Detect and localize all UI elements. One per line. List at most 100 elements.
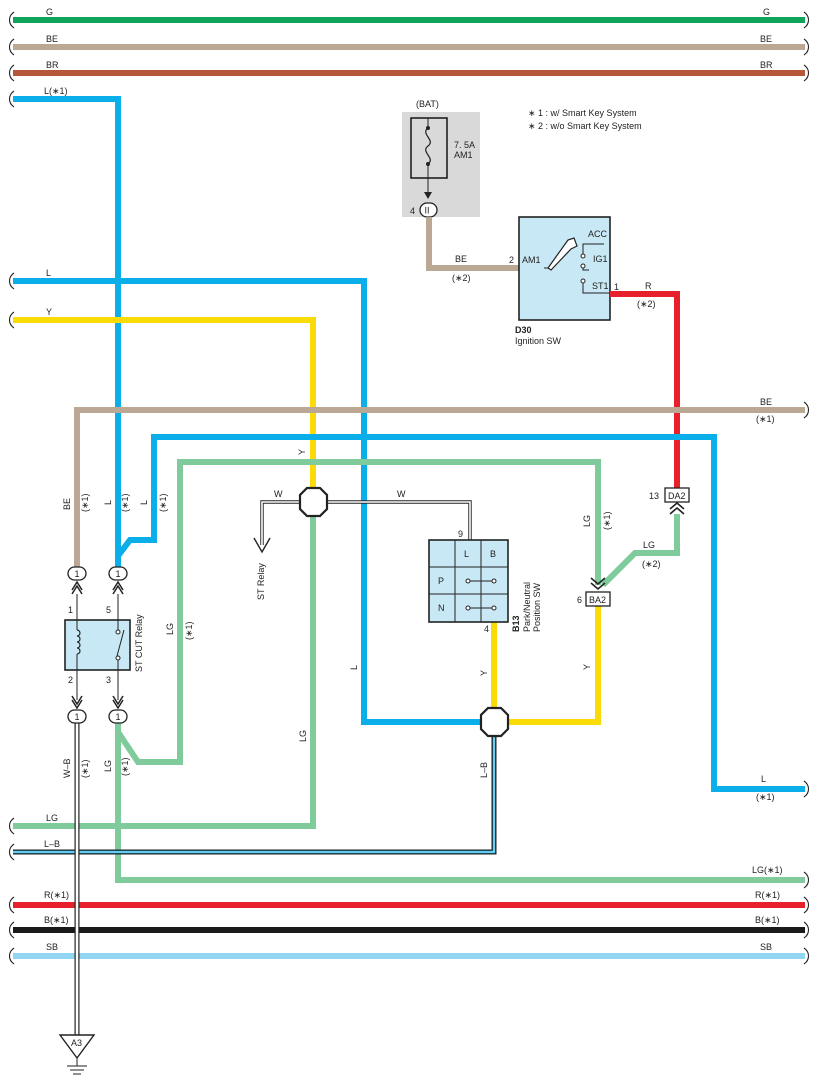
connector-ba2: BA2 6: [577, 577, 611, 607]
wire-lg-da2-label: LG: [582, 515, 592, 527]
bus-g-label-left: G: [46, 7, 53, 17]
ground-a3: A3: [58, 1034, 96, 1075]
relay-pin-1: 1: [68, 605, 73, 615]
ign-label-st1: ST1: [592, 281, 609, 291]
wire-lg-da2b-note: (∗2): [642, 559, 661, 569]
wire-lb-vert-label: L–B: [479, 762, 489, 778]
fuse-name: AM1: [454, 150, 473, 160]
wire-lg-vert3-note: (∗1): [120, 757, 130, 776]
wire-l-label: L: [46, 268, 51, 278]
fuse-pin: 4: [410, 206, 415, 216]
fuse-connector-label: II: [425, 206, 430, 216]
wire-l1-label: L(∗1): [44, 86, 68, 96]
ign-wire-out-label: R: [645, 281, 652, 291]
wire-l-vert1-note: (∗1): [120, 493, 130, 512]
right-brace-marks: [803, 11, 810, 965]
wire-lg-vert1-label: LG: [165, 623, 175, 635]
pnp-name-1: Park/Neutral: [522, 582, 532, 632]
bus-b: B(∗1) B(∗1): [13, 915, 805, 933]
junction-top: [298, 486, 329, 518]
wire-be-vert-note: (∗1): [80, 493, 90, 512]
relay-conn-top-right: 1: [116, 569, 121, 579]
bus-r-label-left: R(∗1): [44, 890, 69, 900]
wire-wb-label: W–B: [62, 758, 72, 778]
ign-pin-st1: 1: [614, 282, 619, 292]
wire-w-right-label: W: [397, 489, 406, 499]
ign-label-acc: ACC: [588, 229, 608, 239]
bus-b-label-right: B(∗1): [755, 915, 780, 925]
bus-sb-label-right: SB: [760, 942, 772, 952]
ign-code: D30: [515, 325, 532, 335]
wire-y-vert-label: Y: [297, 449, 307, 455]
ign-wire-out-note: (∗2): [637, 299, 656, 309]
wire-wb-note: (∗1): [80, 759, 90, 778]
ign-wire-in-label: BE: [455, 254, 467, 264]
relay-pin-3: 3: [106, 675, 111, 685]
pnp-pin-4: 4: [484, 624, 489, 634]
wire-lg-da2-note: (∗1): [602, 511, 612, 530]
wire-lg-label: LG: [46, 813, 58, 823]
st-cut-relay: 1 1 1 5 ST CUT Relay 2 3 1 1: [64, 566, 144, 724]
bus-be-label-right: BE: [760, 34, 772, 44]
bus-r: R(∗1) R(∗1): [13, 890, 805, 908]
bus-g: G G: [13, 7, 805, 23]
connector-da2: DA2 13: [649, 487, 690, 515]
bus-sb-label-left: SB: [46, 942, 58, 952]
wire-be2-note: (∗1): [756, 414, 775, 424]
wire-y-ba2-label: Y: [582, 664, 592, 670]
relay-conn-bottom-right: 1: [116, 712, 121, 722]
bus-br: BR BR: [13, 60, 805, 76]
bus-be-label-left: BE: [46, 34, 58, 44]
note-2: ∗ 2 : w/o Smart Key System: [528, 121, 642, 131]
wire-l-vert2-label: L: [139, 500, 149, 505]
wire-lg-vert1-note: (∗1): [184, 621, 194, 640]
wire-l-vert1-label: L: [103, 500, 113, 505]
wire-y-label: Y: [46, 307, 52, 317]
ba2-label: BA2: [589, 595, 606, 605]
ign-label-ig1: IG1: [593, 254, 608, 264]
st-relay-label: ST Relay: [256, 563, 266, 600]
ignition-switch: 2 AM1 ACC IG1 ST1 D30 Ignition SW 1: [509, 216, 619, 346]
fuse-source-label: (BAT): [416, 99, 439, 109]
w-wire: W W ST Relay: [253, 489, 472, 600]
wire-l-long-label: L: [349, 665, 359, 670]
note-1: ∗ 1 : w/ Smart Key System: [528, 108, 637, 118]
pnp-cell-p: P: [438, 576, 444, 586]
pnp-cell-b: B: [490, 549, 496, 559]
wire-lg-vert2-label: LG: [298, 730, 308, 742]
wire-lg-vert3-label: LG: [103, 760, 113, 772]
wire-l-vert2-note: (∗1): [158, 493, 168, 512]
fuse-am1: (BAT) 7. 5A AM1 II 4: [402, 99, 480, 218]
bus-br-label-left: BR: [46, 60, 59, 70]
relay-name: ST CUT Relay: [134, 614, 144, 672]
wire-y-pnp-label: Y: [479, 670, 489, 676]
ign-name: Ignition SW: [515, 336, 562, 346]
wire-lg2-label: LG(∗1): [752, 865, 783, 875]
fuse-rating: 7. 5A: [454, 140, 475, 150]
bus-g-label-right: G: [763, 7, 770, 17]
wire-lb: [13, 736, 497, 855]
wire-l2-note: (∗1): [756, 792, 775, 802]
wire-w-left-label: W: [274, 489, 283, 499]
wire-be-vert-label: BE: [62, 498, 72, 510]
pnp-code: B13: [511, 615, 521, 632]
bus-sb: SB SB: [13, 942, 805, 959]
wire-lb-label: L–B: [44, 839, 60, 849]
pnp-name-2: Position SW: [532, 582, 542, 632]
bus-b-label-left: B(∗1): [44, 915, 69, 925]
bus-r-label-right: R(∗1): [755, 890, 780, 900]
da2-pin: 13: [649, 491, 659, 501]
ign-pin-am1: 2: [509, 255, 514, 265]
relay-pin-2: 2: [68, 675, 73, 685]
ground-label: A3: [71, 1038, 82, 1048]
wire-be2-label: BE: [760, 397, 772, 407]
ba2-pin: 6: [577, 595, 582, 605]
park-neutral-switch: L B P N 9 4 B13 Park/Neutral Position SW: [428, 529, 542, 634]
pnp-pin-9: 9: [458, 529, 463, 539]
relay-conn-bottom-left: 1: [75, 712, 80, 722]
da2-label: DA2: [668, 491, 686, 501]
left-brace-marks: [8, 11, 15, 965]
ign-label-am1: AM1: [522, 255, 541, 265]
bus-br-label-right: BR: [760, 60, 773, 70]
